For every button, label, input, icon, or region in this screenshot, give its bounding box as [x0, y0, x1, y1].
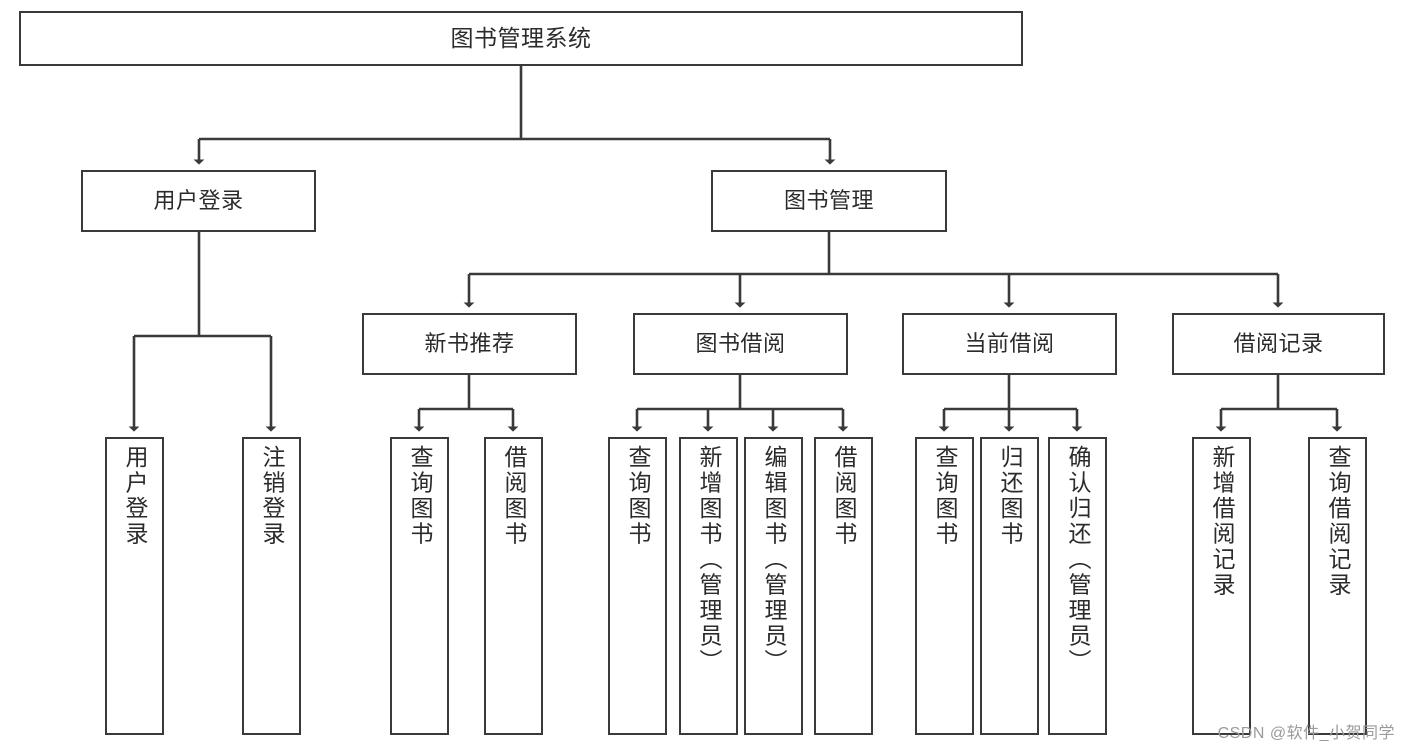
node-leaf-edit-book-admin[interactable]: 编辑图书（管理员）	[744, 437, 803, 735]
node-book-manage[interactable]: 图书管理	[711, 170, 947, 232]
node-leaf-add-borrow-record-label: 新增借阅记录	[1209, 445, 1235, 598]
node-leaf-user-login[interactable]: 用户登录	[105, 437, 164, 735]
node-leaf-return-book-label: 归还图书	[997, 445, 1023, 547]
node-leaf-borrow-book-1-label: 借阅图书	[501, 445, 527, 547]
node-user-login[interactable]: 用户登录	[81, 170, 316, 232]
node-leaf-query-book-2[interactable]: 查询图书	[608, 437, 667, 735]
node-leaf-add-borrow-record[interactable]: 新增借阅记录	[1192, 437, 1251, 735]
node-leaf-confirm-return-admin-label: 确认归还（管理员）	[1065, 445, 1091, 675]
node-leaf-query-book-1-label: 查询图书	[407, 445, 433, 547]
node-book-borrow[interactable]: 图书借阅	[633, 313, 848, 375]
node-leaf-query-borrow-record-label: 查询借阅记录	[1325, 445, 1351, 598]
node-leaf-query-book-2-label: 查询图书	[625, 445, 651, 547]
node-leaf-query-book-1[interactable]: 查询图书	[390, 437, 449, 735]
node-root-label: 图书管理系统	[450, 24, 592, 51]
node-leaf-add-book-admin[interactable]: 新增图书（管理员）	[679, 437, 738, 735]
node-leaf-query-borrow-record[interactable]: 查询借阅记录	[1308, 437, 1367, 735]
node-leaf-logout[interactable]: 注销登录	[242, 437, 301, 735]
node-book-borrow-label: 图书借阅	[695, 331, 786, 357]
node-leaf-query-book-3[interactable]: 查询图书	[915, 437, 974, 735]
node-current-borrow-label: 当前借阅	[964, 331, 1055, 357]
node-leaf-user-login-label: 用户登录	[122, 445, 148, 547]
node-leaf-logout-label: 注销登录	[259, 445, 285, 547]
node-leaf-borrow-book-2-label: 借阅图书	[831, 445, 857, 547]
node-leaf-edit-book-admin-label: 编辑图书（管理员）	[761, 445, 787, 675]
node-leaf-add-book-admin-label: 新增图书（管理员）	[696, 445, 722, 675]
node-leaf-borrow-book-2[interactable]: 借阅图书	[814, 437, 873, 735]
node-book-manage-label: 图书管理	[783, 188, 874, 214]
node-root[interactable]: 图书管理系统	[19, 11, 1023, 66]
node-leaf-borrow-book-1[interactable]: 借阅图书	[484, 437, 543, 735]
node-current-borrow[interactable]: 当前借阅	[902, 313, 1117, 375]
node-leaf-return-book[interactable]: 归还图书	[980, 437, 1039, 735]
node-leaf-confirm-return-admin[interactable]: 确认归还（管理员）	[1048, 437, 1107, 735]
node-borrow-record-label: 借阅记录	[1233, 331, 1324, 357]
node-leaf-query-book-3-label: 查询图书	[932, 445, 958, 547]
node-user-login-label: 用户登录	[153, 188, 244, 214]
node-borrow-record[interactable]: 借阅记录	[1172, 313, 1385, 375]
csdn-watermark: CSDN @软件_小贺同学	[1217, 725, 1395, 742]
node-new-book-recommend[interactable]: 新书推荐	[362, 313, 577, 375]
node-new-book-recommend-label: 新书推荐	[424, 331, 515, 357]
